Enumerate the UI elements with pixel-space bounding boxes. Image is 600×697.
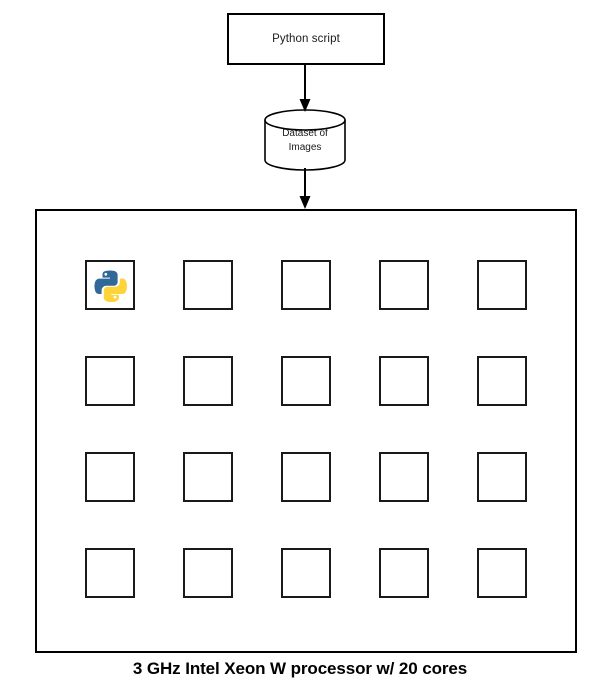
processor-core-grid (85, 260, 527, 598)
core-cell-16[interactable] (85, 548, 135, 598)
core-cell-5[interactable] (477, 260, 527, 310)
node-dataset-cylinder[interactable]: Dataset of Images (264, 109, 346, 171)
core-cell-4[interactable] (379, 260, 429, 310)
core-cell-7[interactable] (183, 356, 233, 406)
core-cell-20[interactable] (477, 548, 527, 598)
core-cell-14[interactable] (379, 452, 429, 502)
core-cell-6[interactable] (85, 356, 135, 406)
core-cell-12[interactable] (183, 452, 233, 502)
core-cell-8[interactable] (281, 356, 331, 406)
core-cell-9[interactable] (379, 356, 429, 406)
core-cell-10[interactable] (477, 356, 527, 406)
processor-caption: 3 GHz Intel Xeon W processor w/ 20 cores (132, 659, 468, 678)
core-cell-13[interactable] (281, 452, 331, 502)
core-cell-19[interactable] (379, 548, 429, 598)
core-cell-11[interactable] (85, 452, 135, 502)
core-cell-3[interactable] (281, 260, 331, 310)
node-python-script-label: Python script (272, 32, 340, 45)
core-cell-18[interactable] (281, 548, 331, 598)
core-cell-1[interactable] (85, 260, 135, 310)
core-cell-15[interactable] (477, 452, 527, 502)
node-python-script[interactable]: Python script (227, 13, 385, 65)
arrow-script-to-dataset (299, 65, 311, 112)
arrow-dataset-to-processor (299, 168, 311, 209)
core-cell-2[interactable] (183, 260, 233, 310)
python-logo-icon (94, 270, 127, 302)
node-dataset-label: Dataset of Images (282, 128, 328, 153)
core-cell-17[interactable] (183, 548, 233, 598)
